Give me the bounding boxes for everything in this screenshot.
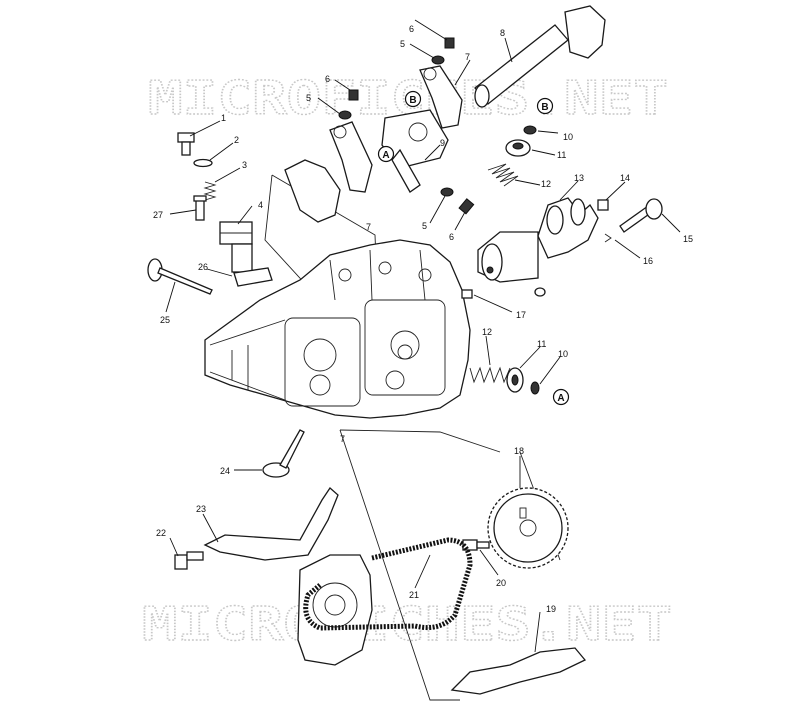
callout-12-lower: 12 [482,327,492,337]
part-1-bolt [177,132,195,156]
part-20-bolt [462,539,490,551]
part-17-dowel [461,289,473,299]
callout-5-left: 5 [306,93,311,103]
cylinder-head [204,239,471,419]
callout-18: 18 [514,446,524,456]
leader-lines [165,19,681,653]
part-26-gasket [233,267,273,287]
ref-letter-a-upper: A [377,145,395,163]
part-22-bolt [174,551,204,570]
callout-23: 23 [196,504,206,514]
part-15-decompressor [619,198,663,233]
part-18-sprocket [487,487,569,569]
part-7-cover-left [284,159,341,223]
callout-12-upper: 12 [541,179,551,189]
callout-11-upper: 11 [557,150,566,160]
callout-10-upper: 10 [563,132,573,142]
part-19-chain-guide [450,647,587,695]
part-11-retainer-upper [505,139,531,157]
callout-27: 27 [153,210,163,220]
callout-5-top: 5 [400,39,405,49]
part-21-cam-chain [303,537,473,631]
reference-letters: A A B B [377,90,570,406]
callout-2: 2 [234,135,239,145]
camshaft-plug [534,287,546,297]
part-6-screw-left [348,89,359,101]
callout-6-top: 6 [409,24,414,34]
callout-15: 15 [683,234,693,244]
watermark-bottom: MICROFICHES.NET [142,597,672,651]
callout-11-lower: 11 [537,339,546,349]
callout-13: 13 [574,173,584,183]
callout-16: 16 [643,256,653,266]
callout-26: 26 [198,262,208,272]
part-14-pin [597,199,609,211]
part-11-retainer-lower [506,367,524,393]
lower-case-section [297,554,373,666]
part-16-clip [604,233,612,243]
part-6-screw-bottom [458,198,475,215]
callout-22: 22 [156,528,166,538]
part-24-valve [262,429,305,478]
callout-7-top: 7 [465,52,470,62]
callout-7-middle: 7 [366,222,371,232]
part-3-spring [203,181,217,201]
callout-6-left: 6 [325,74,330,84]
svg-text:A: A [382,150,389,161]
callout-numbers: 1 2 3 4 5 5 5 6 6 6 7 7 7 8 9 10 10 11 1… [153,24,693,614]
part-8-shaft [474,24,569,108]
part-10-keeper-upper [523,125,537,135]
part-12-spring-lower [469,366,511,384]
callout-6-bottom: 6 [449,232,454,242]
callout-19: 19 [546,604,556,614]
callout-25: 25 [160,315,170,325]
callout-1: 1 [221,113,226,123]
callout-21: 21 [409,590,419,600]
callout-10-lower: 10 [558,349,568,359]
part-7-cover-right [564,5,606,59]
part-12-spring-upper [487,163,519,187]
part-13-camshaft [477,197,599,283]
part-23-chain-guide [203,487,339,561]
callout-17: 17 [516,310,526,320]
part-27-bolt [193,195,207,221]
callout-3: 3 [242,160,247,170]
part-5-nut-left [338,110,352,120]
callout-8: 8 [500,28,505,38]
part-9-rocker-arm-left [329,121,373,193]
part-5-nut-top [431,55,445,65]
svg-text:B: B [541,102,548,113]
callout-9: 9 [440,138,445,148]
ref-letter-b-left: B [404,90,422,108]
callout-24: 24 [220,466,230,476]
svg-text:B: B [409,95,416,106]
part-25-valve [147,258,213,295]
part-10-keeper-lower [530,381,540,395]
callout-14: 14 [620,173,630,183]
part-2-washer [193,158,213,168]
callout-4: 4 [258,200,263,210]
part-4-tensioner [219,221,253,273]
part-9-rocker-arm-right [419,65,463,129]
part-5-nut-bottom [440,187,454,197]
callout-20: 20 [496,578,506,588]
part-6-screw-top [444,37,455,49]
callout-5-bottom: 5 [422,221,427,231]
svg-text:A: A [557,393,564,404]
ref-letter-b-right: B [536,97,554,115]
callout-7-bottom: 7 [340,434,345,444]
ref-letter-a-lower: A [552,388,570,406]
